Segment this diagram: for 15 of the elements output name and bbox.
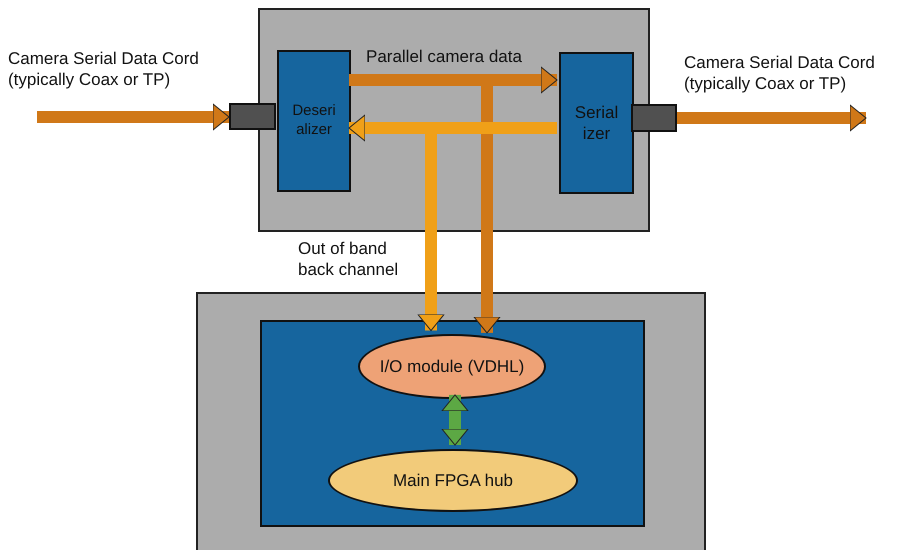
cable-connector xyxy=(229,103,276,130)
arrow xyxy=(442,394,468,446)
block-label: Deseri alizer xyxy=(291,102,337,140)
block-label: I/O module (VDHL) xyxy=(380,356,524,378)
arrow xyxy=(677,104,866,132)
cable-label: Camera Serial Data Cord (typically Coax or TP) xyxy=(684,52,876,94)
fpga-board xyxy=(196,292,706,550)
cable-connector xyxy=(631,104,677,132)
block-label: Main FPGA hub xyxy=(392,470,513,492)
arrow xyxy=(37,104,230,130)
serializer-block xyxy=(559,52,634,194)
cable-label: Camera Serial Data Cord (typically Coax or TP) xyxy=(8,48,200,90)
block-label: Serial izer xyxy=(574,102,620,144)
fpga-area xyxy=(260,320,645,527)
deserializer-block xyxy=(277,50,351,192)
